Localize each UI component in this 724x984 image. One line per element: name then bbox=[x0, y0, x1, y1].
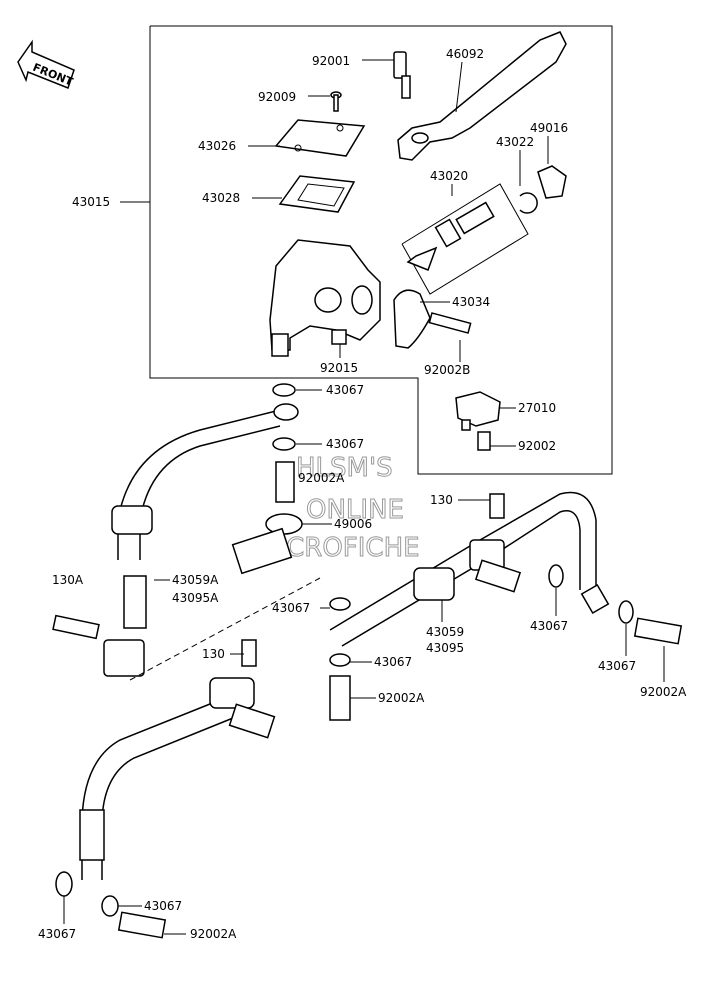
bolt-130-right bbox=[489, 493, 505, 519]
label-43034: 43034 bbox=[452, 295, 490, 309]
brake-lever bbox=[397, 31, 567, 161]
label-27010: 27010 bbox=[518, 401, 556, 415]
upper-brake-hose bbox=[103, 409, 281, 677]
switch-screw bbox=[331, 329, 347, 345]
label-92009: 92009 bbox=[258, 90, 296, 104]
washer-43067-right-2 bbox=[618, 600, 634, 624]
label-92002A-b: 92002A bbox=[640, 685, 687, 699]
label-130A: 130A bbox=[52, 573, 84, 587]
label-92002A-d: 92002A bbox=[190, 927, 237, 941]
washer-43067-mid-1 bbox=[329, 597, 351, 611]
bolt-130-left bbox=[241, 639, 257, 667]
pivot-bolt bbox=[393, 51, 411, 99]
label-92002A-a: 92002A bbox=[298, 471, 345, 485]
lower-brake-hose bbox=[79, 677, 276, 880]
washer-43067-low-1 bbox=[55, 871, 73, 897]
label-43067-a: 43067 bbox=[326, 383, 364, 397]
reservoir-diaphragm bbox=[278, 175, 356, 213]
handlebar-clamp bbox=[393, 289, 431, 349]
label-43028: 43028 bbox=[202, 191, 240, 205]
watermark-line-1: HLSM'S bbox=[296, 453, 393, 483]
label-49006: 49006 bbox=[334, 517, 372, 531]
label-92002A-c: 92002A bbox=[378, 691, 425, 705]
label-43067-e: 43067 bbox=[374, 655, 412, 669]
label-43067-d: 43067 bbox=[530, 619, 568, 633]
banjo-bolt-low bbox=[117, 911, 167, 939]
piston-kit bbox=[401, 183, 529, 295]
label-43015: 43015 bbox=[72, 195, 110, 209]
banjo-washer-top bbox=[272, 383, 296, 397]
label-43067-b: 43067 bbox=[326, 437, 364, 451]
washer-43067-right-1 bbox=[548, 564, 564, 588]
banjo-bolt-upper bbox=[275, 461, 295, 503]
label-43095A: 43095A bbox=[172, 591, 219, 605]
banjo-washer-bottom bbox=[272, 437, 296, 451]
assembly-outline-43015 bbox=[149, 25, 613, 475]
label-92001: 92001 bbox=[312, 54, 350, 68]
label-43067-c: 43067 bbox=[272, 601, 310, 615]
washer-43067-low-2 bbox=[101, 895, 119, 917]
label-43022: 43022 bbox=[496, 135, 534, 149]
bolt-130a bbox=[52, 614, 100, 640]
banjo-bolt-right bbox=[633, 617, 683, 645]
label-43059A: 43059A bbox=[172, 573, 219, 587]
label-92002: 92002 bbox=[518, 439, 556, 453]
label-43020: 43020 bbox=[430, 169, 468, 183]
label-43067-h: 43067 bbox=[38, 927, 76, 941]
label-43059: 43059 bbox=[426, 625, 464, 639]
label-43095: 43095 bbox=[426, 641, 464, 655]
front-direction-arrow: FRONT bbox=[17, 39, 75, 89]
banjo-bolt-mid bbox=[329, 675, 351, 721]
label-43026: 43026 bbox=[198, 139, 236, 153]
label-130-b: 130 bbox=[202, 647, 225, 661]
switch-mount-screw bbox=[477, 431, 491, 451]
label-43067-g: 43067 bbox=[144, 899, 182, 913]
watermark-line-2: ONLINE bbox=[306, 495, 404, 525]
label-43067-f: 43067 bbox=[598, 659, 636, 673]
dust-boot bbox=[537, 165, 567, 199]
label-92002B: 92002B bbox=[424, 363, 470, 377]
washer-43067-mid-2 bbox=[329, 653, 351, 667]
banjo-fitting bbox=[273, 403, 299, 421]
label-46092: 46092 bbox=[446, 47, 484, 61]
label-92015: 92015 bbox=[320, 361, 358, 375]
right-brake-hose bbox=[329, 491, 610, 647]
brake-light-switch bbox=[455, 391, 501, 431]
label-49016: 49016 bbox=[530, 121, 568, 135]
cap-screw bbox=[330, 91, 342, 112]
circlip bbox=[519, 192, 538, 214]
label-130-a: 130 bbox=[430, 493, 453, 507]
clamp-bolt bbox=[428, 312, 472, 334]
reservoir-cap bbox=[274, 119, 366, 157]
master-cylinder-body bbox=[269, 239, 381, 357]
